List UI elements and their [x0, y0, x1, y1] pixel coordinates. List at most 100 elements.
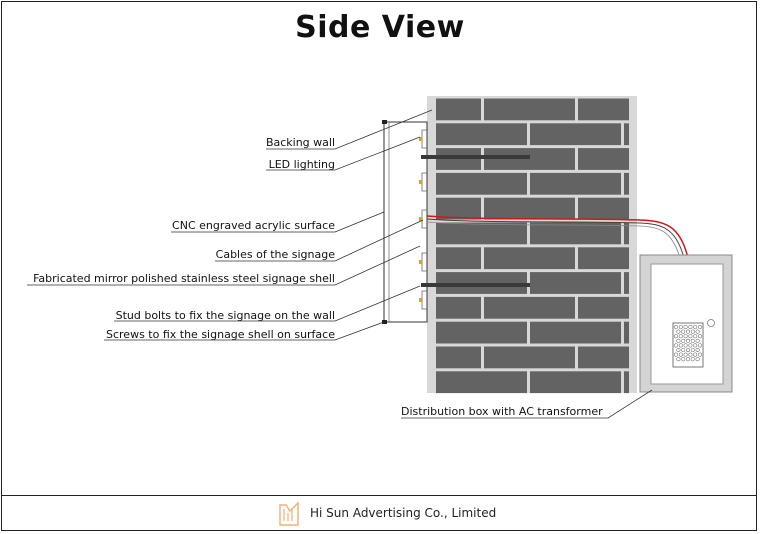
grille-hole [693, 334, 698, 339]
stud-bolt-lower [421, 283, 530, 287]
label-shell: Fabricated mirror polished stainless ste… [33, 272, 335, 285]
brick [436, 247, 481, 270]
brick [436, 346, 481, 369]
leader-led-lighting [266, 136, 421, 171]
brick [578, 346, 629, 369]
grille-hole [688, 343, 693, 348]
shell-screw-bottom [382, 320, 387, 324]
signage-shell [382, 120, 530, 324]
brick [624, 272, 629, 294]
led-chip [419, 260, 422, 264]
cable-red [426, 215, 689, 259]
leader-cables [215, 219, 424, 262]
grille-hole [681, 329, 686, 334]
brick [530, 172, 621, 195]
brick [436, 123, 527, 146]
led-chip [419, 298, 422, 302]
wall-bricks [436, 98, 629, 394]
leader-backing-wall [266, 109, 433, 150]
grille-hole [683, 324, 688, 330]
grille-hole [681, 357, 686, 362]
brick [624, 371, 629, 394]
grille-hole [697, 324, 703, 330]
grille-hole [676, 338, 681, 343]
stud-bolt-upper [421, 155, 530, 159]
brick [484, 98, 575, 121]
label-led-lighting: LED lighting [269, 158, 335, 171]
label-stud-bolts: Stud bolts to fix the signage on the wal… [116, 309, 335, 322]
cable-grey [426, 221, 681, 259]
signage-shell-body [383, 121, 428, 323]
grille-hole [673, 343, 679, 348]
brick [578, 197, 629, 220]
grille-hole [673, 334, 679, 339]
hisun-logo-icon [279, 501, 299, 526]
grille-hole [676, 329, 681, 334]
brick [436, 98, 481, 121]
label-backing-wall: Backing wall [266, 136, 335, 149]
grille-hole [688, 324, 693, 330]
brick [530, 371, 621, 394]
brick [436, 296, 481, 319]
leader-shell [27, 245, 421, 286]
brick [578, 148, 629, 170]
grille-hole [690, 329, 695, 334]
transformer-grille [673, 324, 703, 362]
label-cables: Cables of the signage [216, 248, 336, 261]
shell-screw-top [382, 120, 387, 124]
grille-hole [685, 329, 691, 334]
leader-acrylic [171, 211, 385, 233]
brick-wall [427, 96, 637, 394]
page-title: Side View [295, 10, 465, 45]
footer-company-name: Hi Sun Advertising Co., Limited [310, 506, 497, 520]
grille-hole [678, 334, 683, 339]
grille-hole [693, 324, 698, 330]
grille-hole [685, 338, 691, 343]
led-chip [419, 180, 422, 184]
cable-dark [426, 218, 685, 259]
leader-stud-bolts [114, 285, 421, 322]
leader-screws [104, 321, 385, 341]
grille-hole [688, 334, 693, 339]
brick [530, 222, 621, 245]
grille-hole [673, 324, 679, 330]
grille-hole [673, 352, 679, 357]
grille-hole [688, 352, 693, 357]
brick [578, 296, 629, 319]
brick [624, 123, 629, 146]
brick [530, 272, 621, 294]
grille-hole [697, 343, 703, 348]
grille-hole [683, 334, 688, 339]
grille-hole [683, 343, 688, 348]
brick [624, 222, 629, 245]
grille-hole [690, 357, 695, 362]
grille-hole [685, 357, 691, 362]
led-lights [419, 129, 427, 310]
grille-hole [697, 334, 703, 339]
brick [484, 346, 575, 369]
signage-cables [426, 215, 689, 259]
grille-hole [676, 357, 681, 362]
grille-hole [697, 352, 703, 357]
brick [530, 123, 621, 146]
led-chip [419, 217, 422, 221]
leader-lines [27, 109, 653, 419]
grille-hole [695, 357, 700, 362]
grille-hole [678, 352, 683, 357]
brick [436, 321, 527, 344]
grille-hole [681, 347, 686, 353]
label-acrylic-surface: CNC engraved acrylic surface [172, 219, 335, 232]
leader-distribution-box [401, 389, 653, 419]
brick [436, 197, 481, 220]
grille-hole [690, 347, 695, 353]
brick [436, 222, 527, 245]
brick [578, 98, 629, 121]
grille-hole [678, 343, 683, 348]
label-screws: Screws to fix the signage shell on surfa… [106, 328, 335, 341]
brick [484, 247, 575, 270]
footer-divider [2, 495, 756, 496]
brick [624, 321, 629, 344]
grille-hole [683, 352, 688, 357]
distribution-box [639, 254, 733, 393]
